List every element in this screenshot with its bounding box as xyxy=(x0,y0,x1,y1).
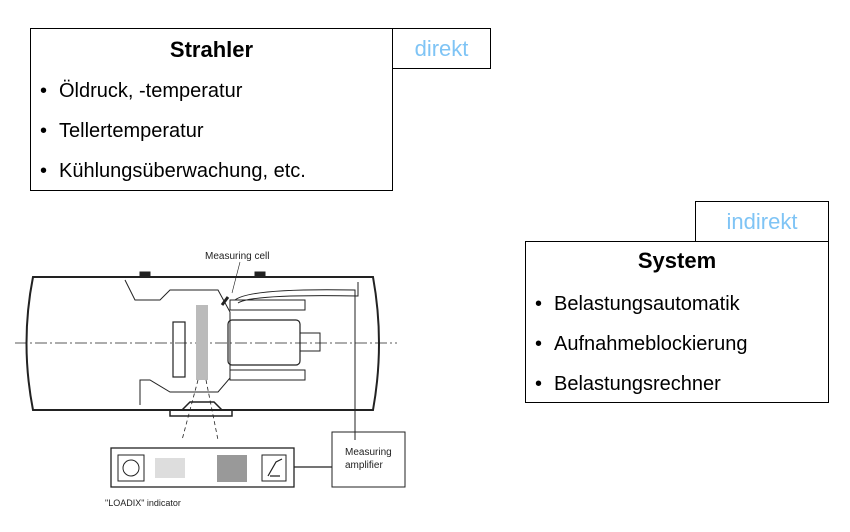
system-list: Belastungsautomatik Aufnahmeblockierung … xyxy=(526,284,828,404)
measuring-amplifier-box xyxy=(331,431,406,488)
anode-disc xyxy=(172,321,186,378)
cathode xyxy=(227,319,301,366)
strahler-title: Strahler xyxy=(169,37,254,62)
list-item: Tellertemperatur xyxy=(31,111,392,151)
strahler-box: Strahler Öldruck, -temperatur Tellertemp… xyxy=(30,28,393,191)
xray-tube-diagram: Measuring cell Measuring amplifier "LOAD… xyxy=(15,251,406,508)
list-item: Aufnahmeblockierung xyxy=(526,324,828,364)
amplifier-label-1: Measuring xyxy=(345,447,392,458)
system-title: System xyxy=(637,248,717,273)
list-item: Öldruck, -temperatur xyxy=(31,71,392,111)
loadix-indicator-label: "LOADIX" indicator xyxy=(105,498,181,508)
direkt-tag: direkt xyxy=(392,28,491,69)
tube-housing xyxy=(25,276,380,411)
system-box: System Belastungsautomatik Aufnahmeblock… xyxy=(525,241,829,404)
measuring-cell-label: Measuring cell xyxy=(205,251,269,262)
strahler-list: Öldruck, -temperatur Tellertemperatur Kü… xyxy=(31,71,392,191)
list-item: Belastungsrechner xyxy=(526,364,828,404)
list-item: Belastungsautomatik xyxy=(526,284,828,324)
amplifier-label-2: amplifier xyxy=(345,460,383,471)
measuring-cell xyxy=(220,296,230,306)
indirekt-tag: indirekt xyxy=(695,201,829,242)
list-item: Kühlungsüberwachung, etc. xyxy=(31,151,392,191)
glass-envelope xyxy=(124,279,231,405)
exit-window xyxy=(169,401,233,417)
